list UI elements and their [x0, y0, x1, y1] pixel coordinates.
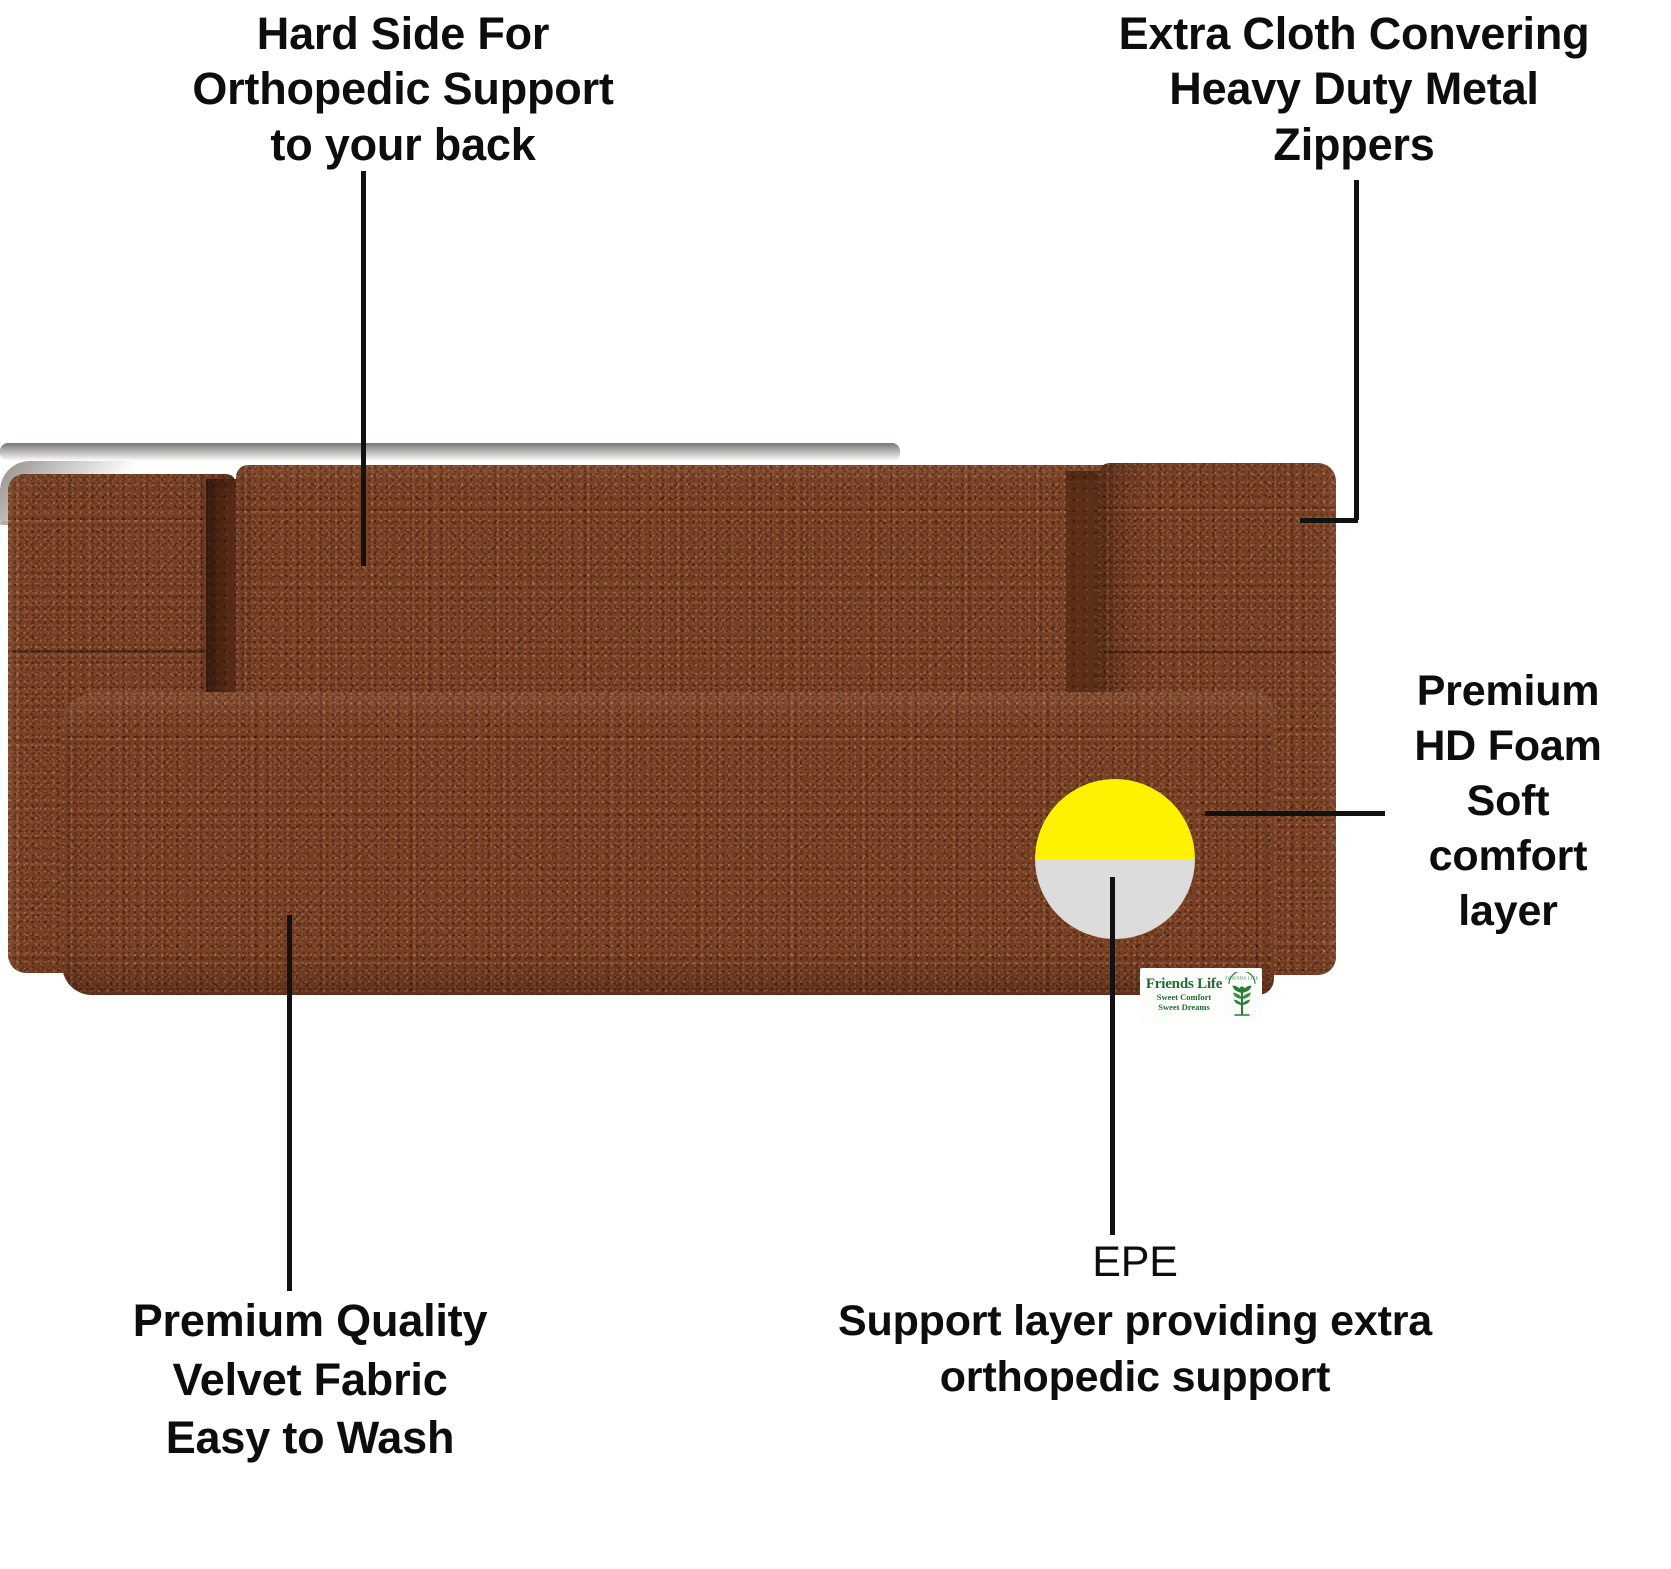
brand-tag-text: Friends Life Sweet Comfort Sweet Dreams [1143, 977, 1225, 1011]
leader-line-velvet-fabric [287, 915, 292, 1291]
brand-name: Friends Life [1145, 976, 1223, 993]
epe-layer-swatch [1035, 859, 1195, 939]
callout-epe-description: Support layer providing extra orthopedic… [838, 1297, 1432, 1401]
brand-tag: Friends Life Sweet Comfort Sweet Dreams … [1140, 968, 1262, 1021]
leader-line-zippers-vertical [1354, 180, 1359, 520]
leader-line-hard-side [361, 171, 366, 566]
brand-tagline: Sweet Comfort Sweet Dreams [1156, 992, 1212, 1012]
callout-premium-hd-foam: Premium HD Foam Soft comfort layer [1414, 667, 1602, 936]
callout-premium-velvet-fabric: Premium Quality Velvet Fabric Easy to Wa… [132, 1295, 488, 1463]
callout-extra-cloth-metal-zippers: Extra Cloth Convering Heavy Duty Metal Z… [1118, 8, 1590, 170]
svg-text:FRIENDS LIFE: FRIENDS LIFE [1225, 975, 1258, 980]
hd-foam-layer-swatch [1035, 779, 1195, 859]
foam-layer-badge-icon [1035, 779, 1195, 939]
leader-line-epe [1110, 877, 1115, 1235]
leader-line-hd-foam [1205, 811, 1385, 816]
callout-epe-title: EPE [1092, 1238, 1178, 1286]
leader-line-zippers-horizontal [1300, 518, 1358, 523]
callout-hard-side-orthopedic-support: Hard Side For Orthopedic Support to your… [192, 8, 614, 170]
sofa-seat-back-crease [0, 443, 900, 461]
friends-life-tree-logo-icon: FRIENDS LIFE [1225, 969, 1259, 1018]
